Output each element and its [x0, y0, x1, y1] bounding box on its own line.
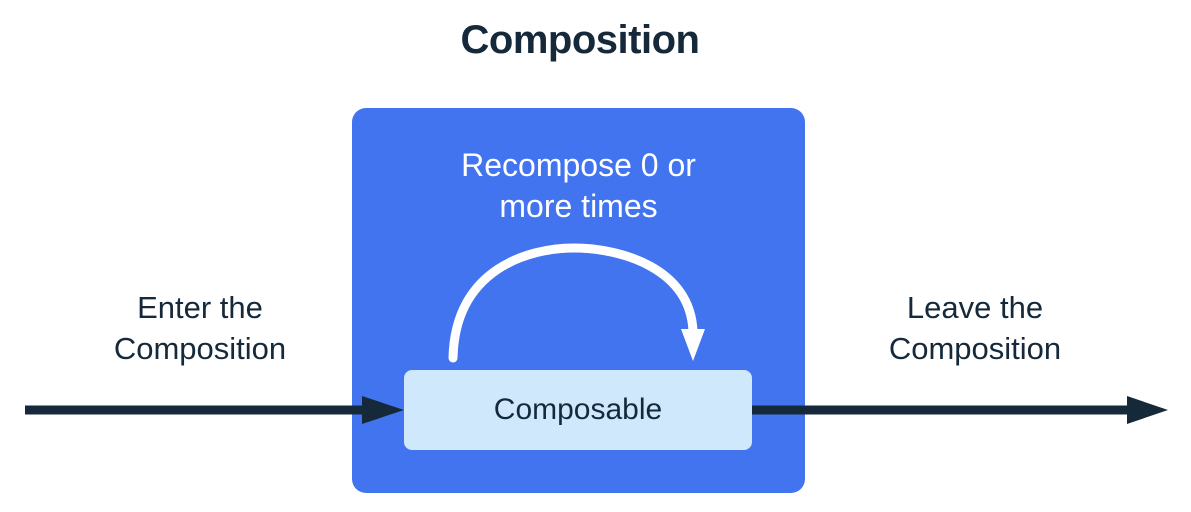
leave-label-line2: Composition — [888, 330, 1062, 366]
enter-label-line2: Composition — [113, 330, 287, 366]
recompose-label-line1: Recompose 0 or — [461, 147, 696, 183]
enter-arrow — [25, 396, 404, 424]
recompose-label: Recompose 0 or more times — [352, 145, 805, 227]
page-title: Composition — [460, 18, 700, 62]
recompose-label-line2: more times — [499, 187, 658, 224]
leave-arrow — [752, 396, 1168, 424]
leave-label-line1: Leave the — [906, 290, 1044, 325]
right-arrow-icon — [1127, 396, 1168, 424]
enter-label-line1: Enter the — [137, 290, 263, 325]
composable-box: Composable — [404, 370, 752, 450]
enter-the-composition-label: Enter the Composition — [55, 288, 345, 370]
leave-the-composition-label: Leave the Composition — [830, 288, 1120, 370]
composable-label: Composable — [493, 393, 663, 426]
